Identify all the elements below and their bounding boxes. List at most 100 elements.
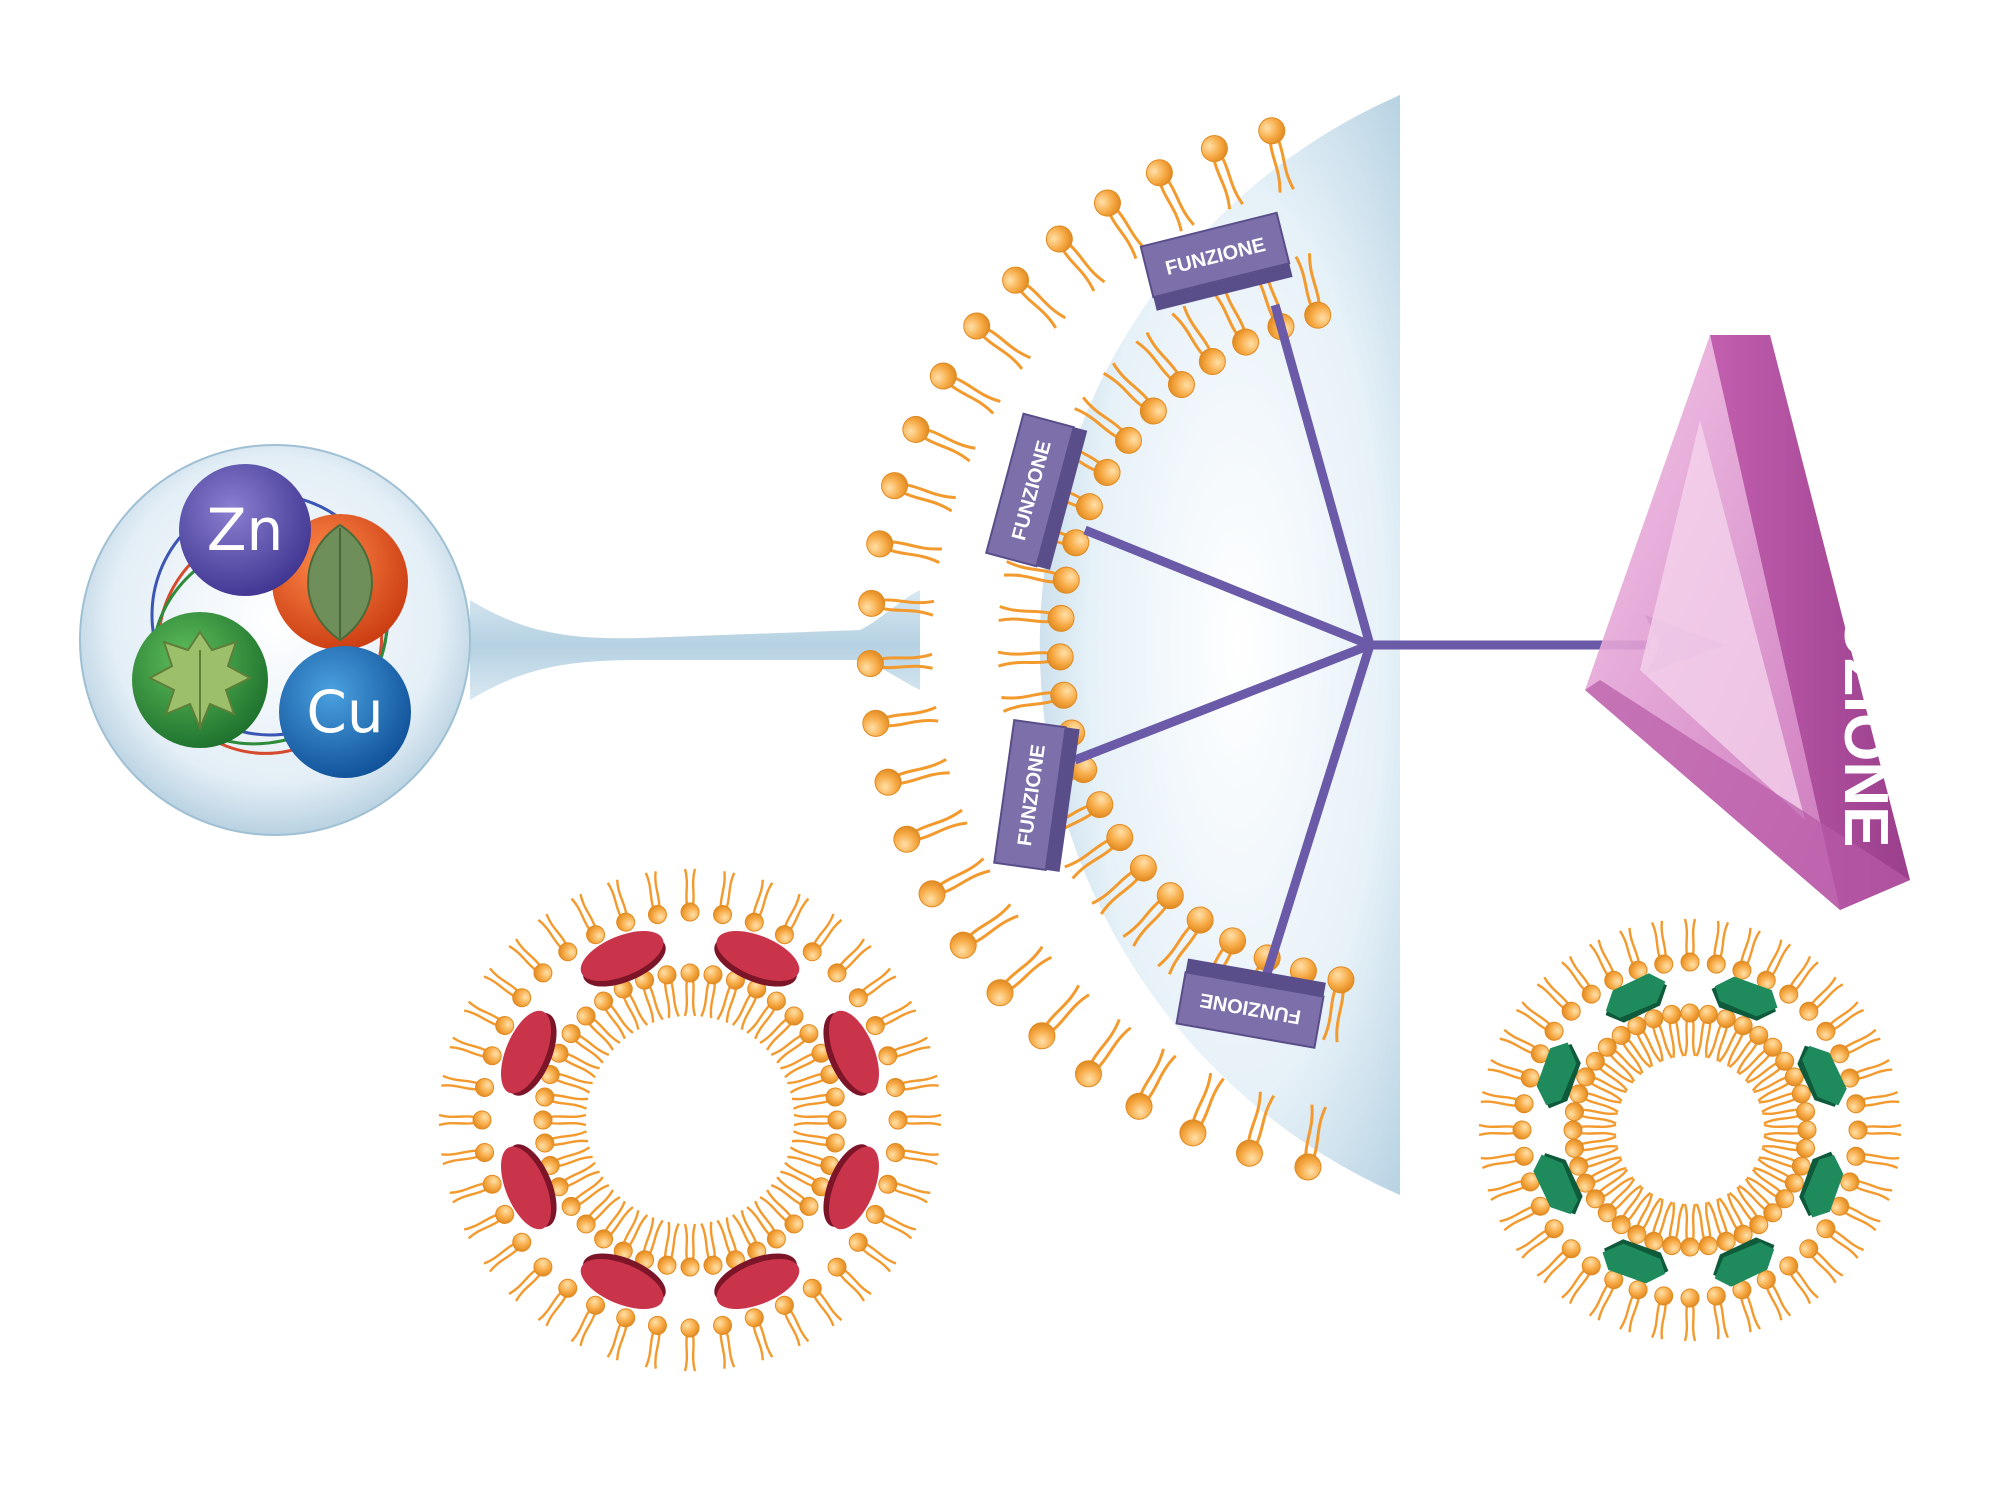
vesicle-lipid-outer [1533,1234,1586,1287]
vesicle-lipid-outer [1844,1144,1902,1174]
vesicle-lipid-outer [1485,1055,1543,1091]
vesicle-lipid-inner [1562,1119,1618,1141]
vesicle-lipid-outer [741,1305,778,1363]
vesicle-lipid-outer [1584,1266,1628,1324]
lipid-outer [888,802,971,858]
vesicle-lipid-outer [844,1228,900,1277]
lipid-outer [1140,153,1201,236]
vesicle-lipid-outer [711,1313,740,1371]
vesicle-lipid-outer [461,996,518,1039]
vesicle-lipid-outer [640,869,669,927]
vesicle-lipid-outer [1729,925,1765,983]
cell-membrane-bubble [1039,95,1400,1195]
function-box-upper: FUNZIONE [985,412,1088,570]
lipid-outer [862,527,945,570]
vesicle-lipid-outer [862,996,919,1039]
protein-icon [580,931,666,987]
vesicle-lipid-outer [480,963,536,1012]
function-box-bottom: FUNZIONE [1175,958,1326,1049]
vesicle-lipid-outer [1485,1169,1543,1205]
vesicle-lipid-outer [1557,952,1606,1008]
vesicle-lipid-outer [1615,925,1651,983]
lipid-outer [924,356,1005,421]
vesicle-lipid-outer [771,1292,814,1349]
vesicle-lipid-outer [439,1141,497,1170]
vesicle-lipid-inner [533,1085,590,1114]
vesicle-lipid-outer [679,867,701,923]
prism-bottom [1585,680,1910,910]
vesicle-lipid-inner [655,963,684,1020]
protein-icon [1605,973,1667,1023]
vesicle-lipid-outer [1679,917,1701,973]
lipid-outer [897,410,980,469]
lipid-outer [1174,1069,1231,1152]
vesicle-lipid-outer [798,910,847,966]
cell-bubble-shape [1039,95,1400,1195]
vesicle-lipid-inner [1679,1202,1701,1258]
vesicle-lipid-outer [461,1201,518,1244]
vesicle-lipid-outer [1496,1024,1554,1068]
interruption-label: INTERRUZIONE [1831,383,1900,848]
vesicle-lipid-outer [566,1292,609,1349]
vesicle-lipid-outer [1774,952,1823,1008]
vesicle-lipid-outer [741,877,778,935]
vesicle-lipid-outer [602,1305,639,1363]
connector-stem [470,590,920,700]
arrow-line-top [1270,303,1375,647]
vesicle-lipid-outer [1826,1192,1884,1236]
protein-icon [823,1144,879,1230]
vesicle-lipid-outer [1812,1214,1868,1263]
protein-icon [714,931,800,987]
vesicle-lipid-inner [696,963,725,1020]
protein-icon [1536,1042,1581,1109]
vesicle-lipid-outer [1704,918,1734,976]
vesicle-lipid-inner [532,1109,588,1131]
arrow-line-upper [1083,525,1372,650]
lipid-outer [1022,979,1095,1056]
vesicle-lipid-outer [439,1070,497,1099]
vesicle-lipid-outer [1752,1266,1796,1324]
vesicle-lipid-outer [480,1228,536,1277]
vesicle-lipid-outer [883,1141,941,1170]
vesicle-lipid-outer [1478,1086,1536,1116]
lipid-outer [1068,1014,1137,1094]
protein-icon [823,1010,879,1096]
lipid-inner [996,641,1076,674]
grape-leaf-icon [132,612,268,748]
function-box-lower: FUNZIONE [993,718,1080,872]
protein-icon [1713,1237,1775,1287]
vesicle-lipid-outer [883,1070,941,1099]
vesicle-lipid-outer [602,877,639,935]
vesicle-lipid-outer [447,1171,505,1208]
protein-icon [501,1144,557,1230]
lipid-inner [996,598,1077,634]
vesicle-lipid-inner [655,1220,684,1277]
vesicle-lipid-outer [823,934,876,987]
vesicle-lipid-outer [1794,1234,1847,1287]
function-box-top: FUNZIONE [1139,211,1293,311]
lipid-outer [995,260,1071,334]
vesicle-lipid-outer [1512,997,1568,1046]
vesicle-lipid-outer [771,891,814,948]
vesicle-lipid-outer [533,1274,582,1330]
vesicle-lipid-outer [1837,1169,1895,1205]
vesicle-lipid-outer [1826,1024,1884,1068]
vesicle-lipid-outer [844,963,900,1012]
lipid-outer [870,752,953,800]
vesicle-lipid-outer [504,1253,557,1306]
lipid-outer [876,467,960,519]
vesicle-lipid-outer [437,1109,493,1131]
vesicle-lipid-outer [1844,1086,1902,1116]
vesicle-lipid-inner [533,1126,590,1155]
vesicle-lipid-outer [679,1317,701,1373]
vesicle-lipid-outer [640,1313,669,1371]
protein-icon [580,1253,666,1309]
protein-icon [714,1253,800,1309]
zinc-symbol: Zn [207,496,284,564]
vesicle-lipid-inner [1762,1119,1818,1141]
vesicle-lipid-outer [823,1253,876,1306]
vesicle-lipid-inner [792,1109,848,1131]
arrow-line-bottom [1260,643,1375,982]
vesicle-lipid-outer [1837,1055,1895,1091]
